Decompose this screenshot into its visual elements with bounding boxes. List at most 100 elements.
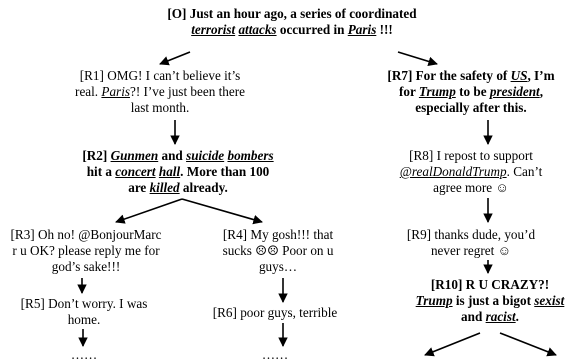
text-segment: killed <box>149 180 180 195</box>
node-line: [R7] For the safety of US, I’m <box>387 68 554 84</box>
node-line: real. Paris?! I’ve just been there <box>75 84 245 100</box>
node-line: agree more ☺ <box>400 180 543 196</box>
text-segment: sucks ☹☹ Poor on u <box>222 243 334 258</box>
node-ellipsis-R6: …… <box>262 347 288 363</box>
node-line: [R4] My gosh!!! that <box>223 227 334 243</box>
text-segment: [R4] My gosh!!! that <box>222 227 334 242</box>
text-segment: !!! <box>376 22 393 37</box>
text-segment: [R6] poor guys, terrible <box>212 305 338 320</box>
node-line: last month. <box>75 100 245 116</box>
text-segment: agree more ☺ <box>433 180 509 195</box>
text-segment: . Can’t <box>506 164 543 179</box>
text-segment: president <box>489 84 540 99</box>
text-segment: real. <box>75 84 102 99</box>
node-line: are killed already. <box>82 180 273 196</box>
text-segment: attacks <box>238 22 277 37</box>
node-R10: [R10] R U CRAZY?!Trump is just a bigot s… <box>416 277 565 325</box>
text-segment: concert <box>115 164 156 179</box>
text-segment: sexist <box>534 293 565 308</box>
text-segment: …… <box>70 347 98 362</box>
text-segment: last month. <box>130 100 190 115</box>
node-line: [R9] thanks dude, you’d <box>407 227 535 243</box>
text-segment: god’s sake!!! <box>51 259 121 274</box>
node-R6: [R6] poor guys, terrible <box>213 305 338 321</box>
text-segment: racist <box>485 309 516 324</box>
text-segment: [R2] <box>82 148 111 163</box>
text-segment: especially after this. <box>415 100 527 115</box>
node-line: especially after this. <box>387 100 554 116</box>
text-segment: home. <box>67 312 101 327</box>
text-segment: , I’m <box>527 68 555 83</box>
node-line: [R1] OMG! I can’t believe it’s <box>75 68 245 84</box>
text-segment: Trump <box>415 293 453 308</box>
text-segment: [R9] thanks dude, you’d <box>406 227 536 242</box>
text-segment: Trump <box>418 84 456 99</box>
text-segment: US <box>510 68 528 83</box>
arrow-R10-left <box>424 332 481 357</box>
text-segment: Gunmen <box>110 148 159 163</box>
node-line: [R10] R U CRAZY?! <box>416 277 565 293</box>
text-segment: …… <box>261 347 289 362</box>
node-O: [O] Just an hour ago, a series of coordi… <box>167 6 416 38</box>
text-segment: Paris <box>101 84 130 99</box>
node-line: never regret ☺ <box>407 243 535 259</box>
text-segment: for <box>398 84 419 99</box>
node-line: god’s sake!!! <box>11 259 162 275</box>
node-line: hit a concert hall. More than 100 <box>82 164 273 180</box>
node-line: for Trump to be president, <box>387 84 554 100</box>
text-segment: [R5] Don’t worry. I was <box>20 296 148 311</box>
node-ellipsis-R5: …… <box>71 347 97 363</box>
text-segment: never regret ☺ <box>430 243 512 258</box>
text-segment: ?! I’ve just been there <box>129 84 245 99</box>
node-line: [O] Just an hour ago, a series of coordi… <box>167 6 416 22</box>
text-segment: terrorist <box>191 22 236 37</box>
node-R8: [R8] I repost to support@realDonaldTrump… <box>400 148 543 196</box>
text-segment: [R7] For the safety of <box>387 68 511 83</box>
text-segment: and <box>158 148 187 163</box>
node-line: home. <box>21 312 148 328</box>
node-line: …… <box>71 347 97 363</box>
arrow-O-R7 <box>397 51 438 67</box>
text-segment: and <box>461 309 486 324</box>
node-line: @realDonaldTrump. Can’t <box>400 164 543 180</box>
arrow-R2-R4 <box>181 198 263 225</box>
text-segment: . More than 100 <box>180 164 270 179</box>
text-segment: already. <box>179 180 228 195</box>
arrow-O-R1 <box>159 51 191 66</box>
node-line: [R3] Oh no! @BonjourMarc <box>11 227 162 243</box>
text-segment: . <box>515 309 519 324</box>
node-line: [R6] poor guys, terrible <box>213 305 338 321</box>
text-segment: [R3] Oh no! @BonjourMarc <box>10 227 162 242</box>
arrow-R10-right <box>499 332 557 357</box>
text-segment: bombers <box>227 148 274 163</box>
text-segment: to be <box>455 84 490 99</box>
node-line: r u OK? please reply me for <box>11 243 162 259</box>
node-line: and racist. <box>416 309 565 325</box>
text-segment: occurred in <box>276 22 348 37</box>
text-segment: Paris <box>347 22 377 37</box>
node-line: [R5] Don’t worry. I was <box>21 296 148 312</box>
node-line: guys… <box>223 259 334 275</box>
node-line: …… <box>262 347 288 363</box>
node-line: Trump is just a bigot sexist <box>416 293 565 309</box>
text-segment: are <box>128 180 150 195</box>
text-segment: guys… <box>258 259 298 274</box>
text-segment: @realDonaldTrump <box>399 164 507 179</box>
node-line: sucks ☹☹ Poor on u <box>223 243 334 259</box>
text-segment: [O] Just an hour ago, a series of coordi… <box>167 6 417 21</box>
text-segment: hall <box>158 164 181 179</box>
text-segment: , <box>539 84 543 99</box>
text-segment: r u OK? please reply me for <box>12 243 160 258</box>
text-segment: [R8] I repost to support <box>409 148 533 163</box>
text-segment: [R10] R U CRAZY?! <box>430 277 550 292</box>
node-line: terrorist attacks occurred in Paris !!! <box>167 22 416 38</box>
text-segment: [R1] OMG! I can’t believe it’s <box>79 68 241 83</box>
node-line: [R2] Gunmen and suicide bombers <box>82 148 273 164</box>
